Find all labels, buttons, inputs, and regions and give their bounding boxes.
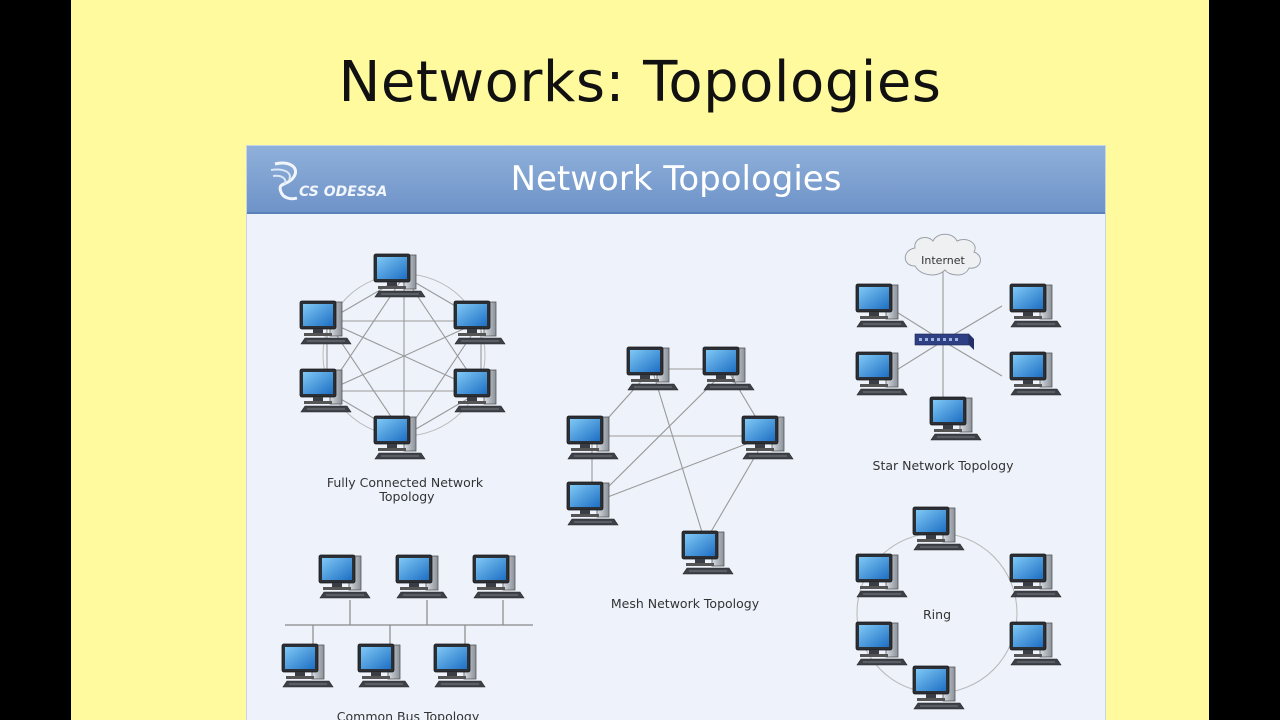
computer-icon bbox=[1009, 351, 1062, 396]
slide: Networks: Topologies CS ODESSA Network T… bbox=[71, 0, 1209, 720]
computer-icon bbox=[1009, 553, 1062, 598]
computer-icon bbox=[912, 506, 965, 551]
computer-icon bbox=[1009, 283, 1062, 328]
computer-icon bbox=[566, 481, 619, 526]
computer-icon bbox=[912, 665, 965, 710]
topology-diagram: Fully Connected Network Topology bbox=[281, 233, 1062, 720]
fully-connected-label-line2: Topology bbox=[378, 489, 435, 504]
computer-icon bbox=[855, 553, 908, 598]
computer-icon bbox=[395, 554, 448, 599]
computer-icon bbox=[855, 283, 908, 328]
internet-cloud-label: Internet bbox=[921, 254, 965, 267]
ring-topology: Ring bbox=[855, 506, 1062, 710]
computer-icon bbox=[453, 300, 506, 345]
star-label: Star Network Topology bbox=[873, 458, 1015, 473]
computer-icon bbox=[373, 415, 426, 460]
computer-icon bbox=[299, 300, 352, 345]
internet-cloud-icon bbox=[904, 233, 981, 276]
fully-connected-label-line1: Fully Connected Network bbox=[327, 475, 484, 490]
computer-icon bbox=[702, 346, 755, 391]
computer-icon bbox=[855, 621, 908, 666]
bus-label: Common Bus Topology bbox=[337, 709, 480, 720]
slide-title: Networks: Topologies bbox=[338, 50, 942, 115]
computer-icon bbox=[1009, 621, 1062, 666]
fully-connected-topology: Fully Connected Network Topology bbox=[299, 253, 506, 504]
bus-topology: Common Bus Topology bbox=[281, 554, 533, 720]
diagram-panel: CS ODESSA Network Topologies bbox=[246, 145, 1106, 720]
computer-icon bbox=[681, 530, 734, 575]
mesh-topology: Mesh Network Topology bbox=[566, 346, 794, 611]
computer-icon bbox=[281, 643, 334, 688]
banner-title: Network Topologies bbox=[510, 159, 842, 199]
computer-icon bbox=[433, 643, 486, 688]
ring-label: Ring bbox=[923, 607, 951, 622]
star-topology: Internet Star Network Topology bbox=[855, 233, 1062, 473]
logo-text: CS ODESSA bbox=[299, 184, 388, 200]
computer-icon bbox=[929, 396, 982, 441]
mesh-label: Mesh Network Topology bbox=[611, 596, 760, 611]
computer-icon bbox=[318, 554, 371, 599]
computer-icon bbox=[741, 415, 794, 460]
computer-icon bbox=[357, 643, 410, 688]
banner: CS ODESSA Network Topologies bbox=[247, 146, 1105, 214]
switch-icon bbox=[914, 333, 974, 350]
computer-icon bbox=[453, 368, 506, 413]
computer-icon bbox=[855, 351, 908, 396]
logo-swirl-icon bbox=[270, 161, 298, 201]
computer-icon bbox=[472, 554, 525, 599]
